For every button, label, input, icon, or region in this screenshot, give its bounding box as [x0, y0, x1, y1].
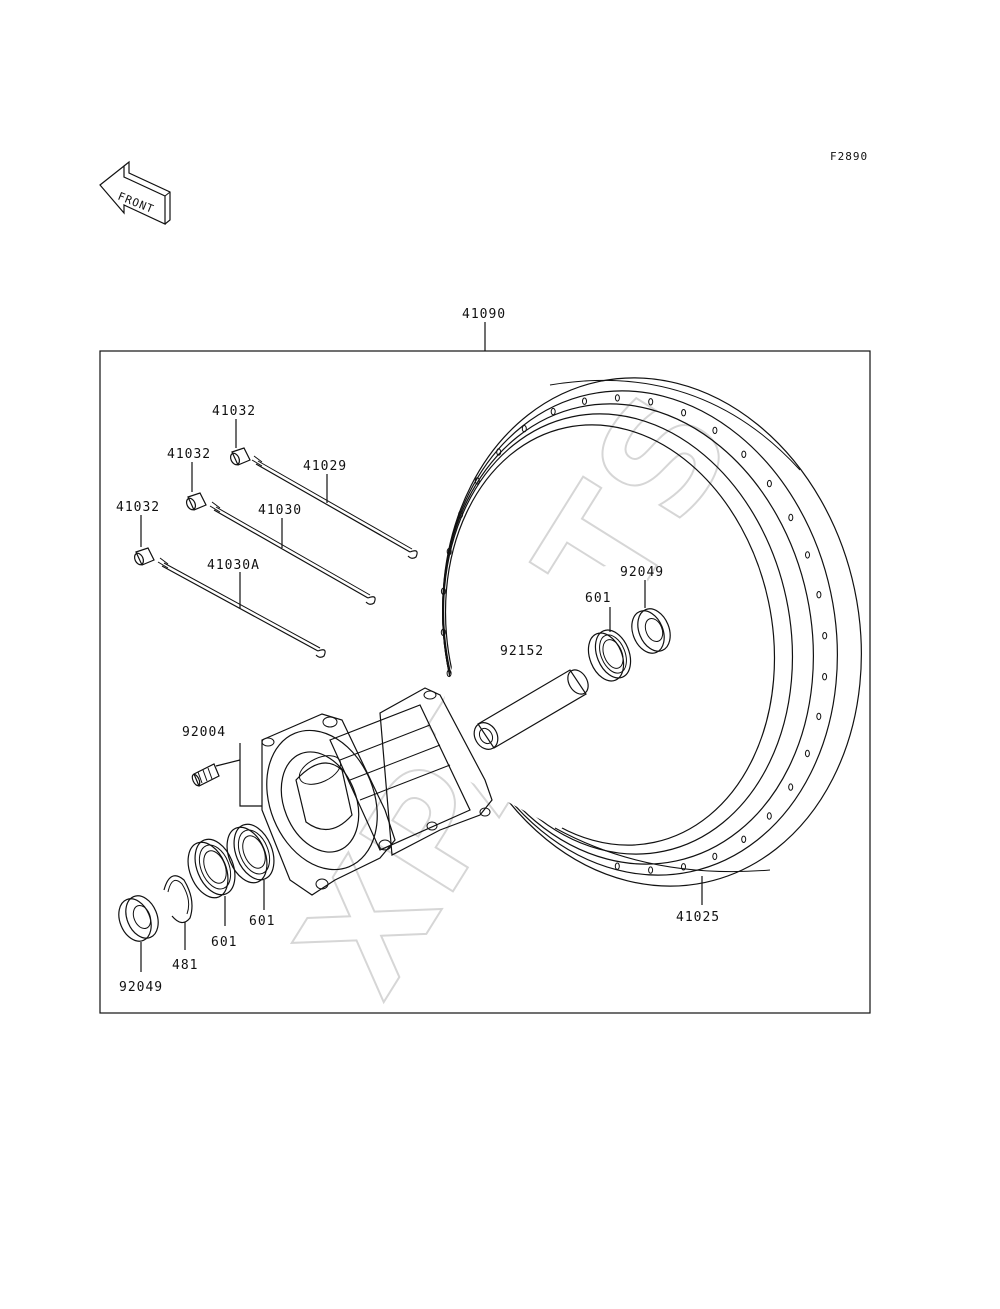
bearing-left-inner [226, 823, 275, 884]
callout-41032-c: 41032 [116, 500, 160, 515]
callout-481: 481 [172, 958, 198, 973]
rim-spoke-hole [822, 673, 828, 681]
callout-92049-left: 92049 [119, 980, 163, 995]
front-direction-arrow-icon: FRONT [99, 160, 171, 225]
callout-41030A: 41030A [207, 558, 260, 573]
rim-spoke-hole [741, 835, 747, 843]
valve-leader-tick [215, 759, 241, 767]
rim-spoke-hole [816, 712, 822, 721]
rim-spoke-hole [614, 394, 620, 402]
rim-spoke-hole [458, 510, 464, 519]
rim-spoke-hole [614, 862, 620, 870]
rim-spoke-hole [446, 547, 452, 556]
rim-spoke-hole [681, 863, 686, 871]
rim-spoke-hole [712, 426, 718, 435]
rim-spoke-hole [648, 398, 654, 406]
rim-spoke-hole [440, 587, 446, 595]
rim-spoke-hole [550, 407, 556, 416]
rim-spoke-hole [766, 479, 772, 488]
diagram-code: F2890 [830, 150, 868, 163]
callout-41030: 41030 [258, 503, 302, 518]
rim-spoke-hole [805, 551, 810, 559]
rim [430, 377, 862, 887]
callout-92049-right: 92049 [620, 565, 664, 580]
rim-spoke-hole [788, 513, 794, 522]
spoke-nipple-b [185, 492, 207, 511]
bearing-left-outer [187, 838, 236, 899]
rim-spoke-holes [440, 394, 828, 874]
rim-spoke-hole [766, 812, 772, 820]
rim-spoke-hole [816, 591, 822, 599]
grease-fitting [191, 763, 220, 787]
callout-601-left-outer: 601 [211, 935, 237, 950]
rim-spoke-hole [804, 749, 810, 758]
valve-leader [239, 743, 262, 807]
rim-spoke-hole [474, 477, 480, 485]
rim-spoke-hole [440, 628, 446, 636]
callout-92152: 92152 [500, 644, 544, 659]
rim-spoke-hole [521, 425, 527, 433]
spoke-41030a [157, 557, 326, 658]
rim-spoke-hole [496, 448, 502, 456]
spoke-nipple-c [133, 547, 155, 566]
rim-spoke-hole [712, 852, 718, 861]
rim-spoke-hole [822, 632, 828, 640]
callout-41025: 41025 [676, 910, 720, 925]
wheel-hub [261, 687, 493, 896]
spoke-41030 [209, 501, 376, 605]
oil-seal-right [631, 608, 671, 654]
rim-spoke-hole [582, 397, 587, 405]
circlip [163, 875, 193, 924]
oil-seal-left [118, 895, 159, 942]
front-label: FRONT [116, 190, 156, 216]
rim-spoke-hole [788, 783, 794, 791]
rim-spoke-hole [446, 669, 452, 677]
callout-92004: 92004 [182, 725, 226, 740]
rim-spoke-hole [648, 866, 654, 874]
axle-collar [473, 669, 589, 750]
spoke-nipple-a [229, 447, 251, 466]
rim-spoke-hole [741, 450, 747, 458]
rim-spoke-hole [681, 409, 687, 417]
callout-601-left-inner: 601 [249, 914, 275, 929]
callout-601-right: 601 [585, 591, 611, 606]
callout-41032-b: 41032 [167, 447, 211, 462]
bearing-right [587, 629, 632, 682]
spoke-41029 [251, 455, 418, 559]
callout-41029: 41029 [303, 459, 347, 474]
callout-41032-a: 41032 [212, 404, 256, 419]
callout-41090: 41090 [462, 307, 506, 322]
